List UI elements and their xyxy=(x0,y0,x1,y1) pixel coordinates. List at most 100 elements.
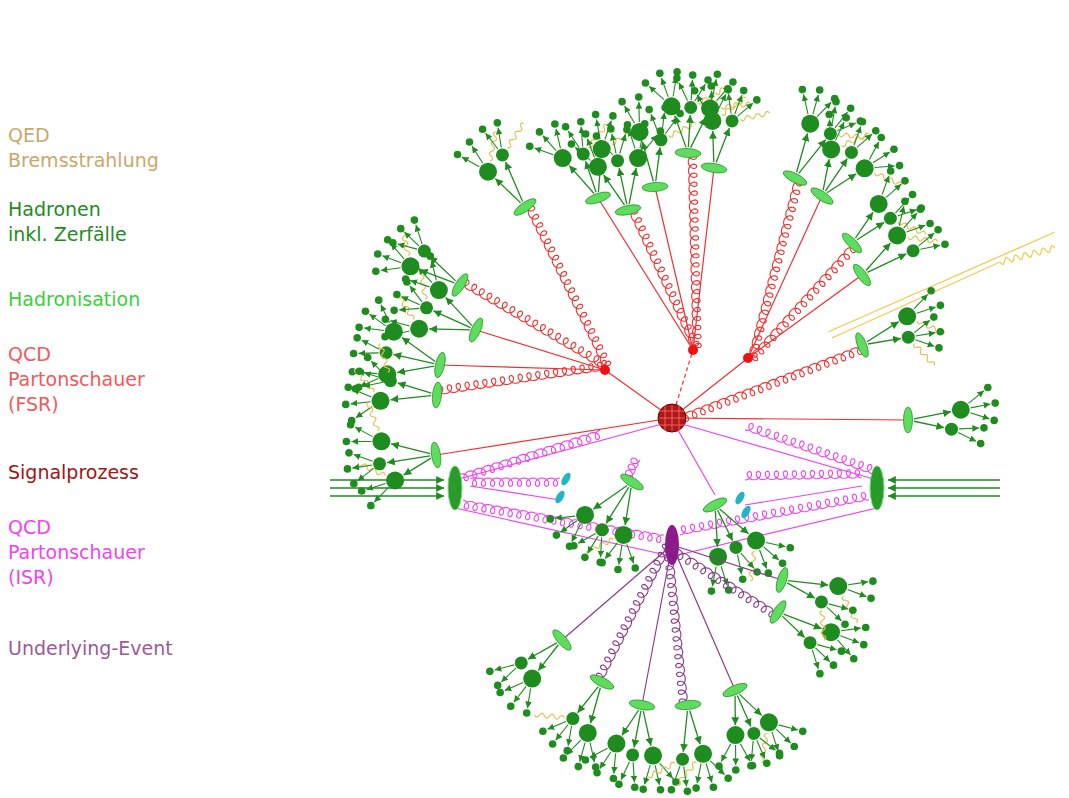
decay-product xyxy=(581,554,589,562)
decay-product xyxy=(355,383,363,391)
beam-remnant xyxy=(559,471,572,487)
decay-product xyxy=(830,661,838,669)
decay-track xyxy=(381,268,401,271)
isr-parton xyxy=(678,430,715,495)
legend-entry: QED Bremsstrahlung xyxy=(8,123,183,173)
hadron xyxy=(554,149,572,167)
decay-product xyxy=(668,786,676,794)
isr-parton xyxy=(745,486,862,505)
decay-track xyxy=(398,244,417,249)
decay-track xyxy=(766,542,786,546)
hadron xyxy=(726,726,744,744)
isr-gluon xyxy=(463,500,664,543)
decay-product xyxy=(486,668,494,676)
hadronisation-cluster xyxy=(614,203,641,217)
decay-track xyxy=(358,468,374,480)
ue-gluon xyxy=(664,545,688,705)
hadronisation-cluster xyxy=(430,441,443,468)
decay-track xyxy=(740,744,750,761)
decay-track xyxy=(920,245,940,249)
hadron xyxy=(410,320,428,338)
hadron-track xyxy=(823,159,829,190)
hadron xyxy=(663,97,681,115)
decay-product xyxy=(816,670,824,678)
decay-product xyxy=(593,769,601,777)
decay-track xyxy=(556,724,568,740)
qed-photon xyxy=(760,733,767,763)
decay-product xyxy=(367,502,375,510)
decay-track xyxy=(600,752,611,769)
hadron-track xyxy=(578,687,599,713)
decay-track xyxy=(362,340,380,349)
decay-product xyxy=(563,747,571,755)
hadronisation-cluster xyxy=(721,681,748,700)
hadron xyxy=(804,636,817,649)
hadronisation-cluster xyxy=(628,698,655,712)
qed-photon xyxy=(535,713,565,719)
decay-track xyxy=(355,427,373,436)
decay-product xyxy=(593,132,601,140)
decay-product xyxy=(353,334,361,342)
proton-blob xyxy=(448,466,462,510)
legend-text: Signalprozess xyxy=(8,461,139,483)
hadron-track xyxy=(914,412,951,419)
hadronisation-cluster xyxy=(853,331,871,358)
decay-track xyxy=(971,404,991,408)
hadron-track xyxy=(643,711,651,746)
decay-product xyxy=(639,785,647,793)
hadron-track xyxy=(867,254,906,273)
hadron-track xyxy=(691,117,706,147)
decay-product xyxy=(776,750,784,758)
decay-track xyxy=(827,607,842,621)
decay-track xyxy=(764,547,779,560)
decay-product xyxy=(859,118,867,126)
decay-track xyxy=(840,636,859,643)
fsr-parton xyxy=(476,330,605,370)
decay-track xyxy=(404,232,418,246)
hadronisation-cluster xyxy=(642,182,669,193)
qed-photon xyxy=(507,123,524,148)
decay-product xyxy=(494,119,502,127)
decay-product xyxy=(937,328,945,336)
decay-track xyxy=(815,648,829,662)
hadron-track xyxy=(642,142,653,182)
fsr-gluon xyxy=(437,362,605,395)
isr-parton xyxy=(455,424,662,480)
decay-track xyxy=(776,729,790,743)
decay-track xyxy=(527,688,530,708)
qed-photon xyxy=(1000,246,1055,265)
ue-parton xyxy=(642,545,672,705)
decay-track xyxy=(382,256,401,263)
decay-track xyxy=(779,725,798,730)
hadron xyxy=(884,212,897,225)
hadron xyxy=(589,158,607,176)
hadronisation-cluster xyxy=(700,161,727,174)
decay-product xyxy=(849,606,857,614)
decay-track xyxy=(706,763,712,782)
hadron xyxy=(430,281,448,299)
hadron xyxy=(709,548,727,566)
decay-track xyxy=(710,761,724,775)
hadron xyxy=(566,712,579,725)
qed-photon xyxy=(648,762,675,778)
decay-product xyxy=(990,417,998,425)
decay-track xyxy=(472,146,483,163)
decay-track xyxy=(627,544,634,563)
hadron-track xyxy=(625,488,631,525)
hadron xyxy=(654,133,667,146)
hadron-track xyxy=(622,710,639,735)
hadron-track xyxy=(713,131,714,162)
decay-track xyxy=(645,765,651,784)
fsr-gluon xyxy=(672,345,862,424)
decay-product xyxy=(507,702,515,710)
hadron-track xyxy=(404,458,431,475)
decay-track xyxy=(841,628,861,631)
decay-track xyxy=(697,95,707,112)
decay-product xyxy=(710,783,718,791)
decay-product xyxy=(684,788,692,796)
hadronisation-cluster xyxy=(840,231,865,256)
hadron-track xyxy=(420,270,455,283)
hadron-track xyxy=(716,128,729,162)
decay-product xyxy=(374,250,382,258)
decay-product xyxy=(614,566,622,574)
